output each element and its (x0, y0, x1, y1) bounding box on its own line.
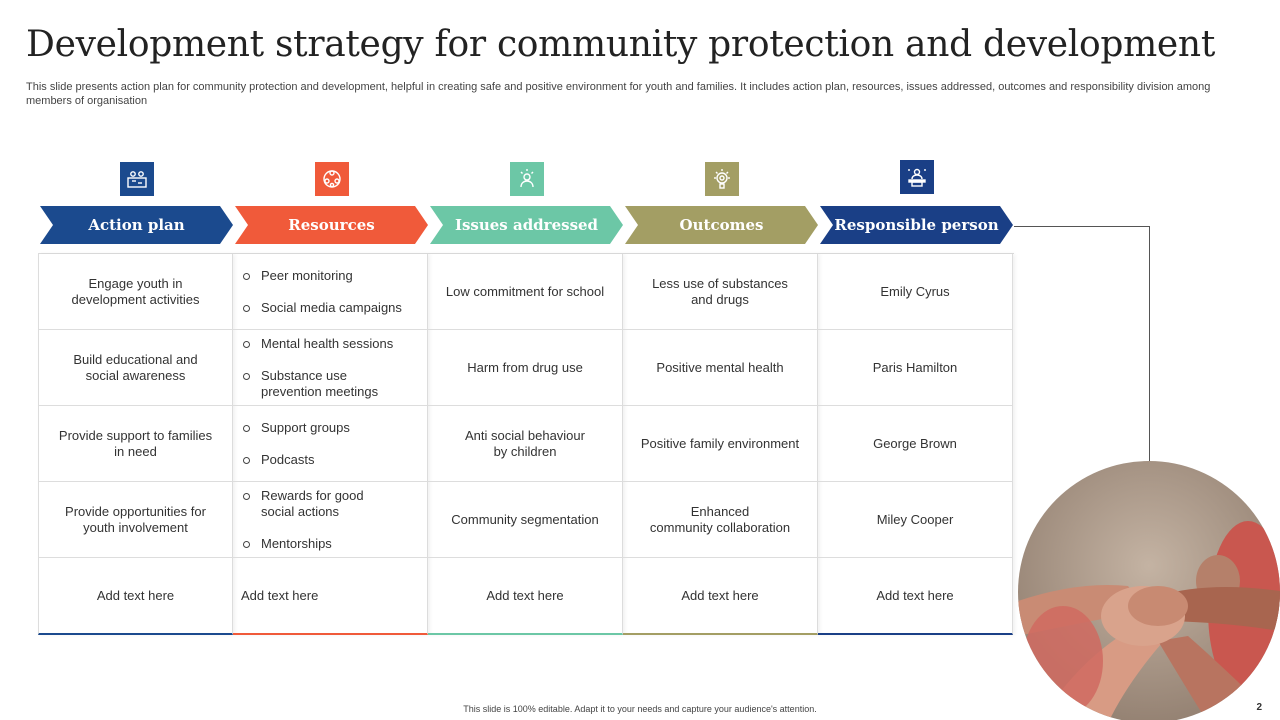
table-cell: Low commitment for school (428, 254, 622, 330)
column-issues-addressed: Low commitment for school Harm from drug… (428, 254, 623, 635)
table-cell: Provide opportunities for youth involvem… (39, 482, 232, 558)
header-responsible-person: Responsible person (820, 206, 1013, 244)
header-outcomes: Outcomes (625, 206, 818, 244)
footer-note: This slide is 100% editable. Adapt it to… (463, 704, 817, 714)
list-item: Social media campaigns (241, 300, 402, 316)
connector-line (1014, 226, 1150, 227)
presenter-podium-icon (900, 160, 934, 194)
table-cell: Emily Cyrus (818, 254, 1012, 330)
table-cell: Peer monitoring Social media campaigns (233, 254, 427, 330)
header-action-plan: Action plan (40, 206, 233, 244)
page-title: Development strategy for community prote… (26, 24, 1215, 65)
connector-line (1149, 226, 1150, 462)
table-cell: Add text here (876, 588, 954, 603)
table-cell: Add text here (681, 588, 759, 603)
list-item: Peer monitoring (241, 268, 402, 284)
table-cell: Support groups Podcasts (233, 406, 427, 482)
table-cell: Positive family environment (623, 406, 817, 482)
table-cell: Mental health sessions Substance use pre… (233, 330, 427, 406)
list-item: Podcasts (241, 452, 350, 468)
table-cell: Add text here (96, 588, 175, 603)
table-cell: Miley Cooper (818, 482, 1012, 558)
table-cell: Add text here (486, 588, 564, 603)
table-cell: Less use of substances and drugs (623, 254, 817, 330)
people-gear-icon (120, 162, 154, 196)
column-resources: Peer monitoring Social media campaigns M… (233, 254, 428, 635)
list-item: Rewards for good social actions (241, 488, 364, 520)
column-action-plan: Engage youth in development activities B… (38, 254, 233, 635)
table-cell: Community segmentation (428, 482, 622, 558)
list-item: Mental health sessions (241, 336, 393, 352)
table-cell: George Brown (818, 406, 1012, 482)
table-cell: Provide support to families in need (39, 406, 232, 482)
list-item: Support groups (241, 420, 350, 436)
column-outcomes: Less use of substances and drugs Positiv… (623, 254, 818, 635)
table-cell: Paris Hamilton (818, 330, 1012, 406)
column-responsible-person: Emily Cyrus Paris Hamilton George Brown … (818, 254, 1013, 635)
table-cell: Build educational and social awareness (39, 330, 232, 406)
network-people-icon (315, 162, 349, 196)
header-resources: Resources (235, 206, 428, 244)
table-cell: Enhanced community collaboration (623, 482, 817, 558)
list-item: Mentorships (241, 536, 364, 552)
strategy-table: Engage youth in development activities B… (38, 253, 1014, 635)
page-number: 2 (1256, 702, 1262, 713)
gear-bulb-icon (705, 162, 739, 196)
table-cell: Engage youth in development activities (39, 254, 232, 330)
person-idea-icon (510, 162, 544, 196)
table-cell: Harm from drug use (428, 330, 622, 406)
header-issues-addressed: Issues addressed (430, 206, 623, 244)
table-cell: Positive mental health (623, 330, 817, 406)
table-cell: Rewards for good social actions Mentorsh… (233, 482, 427, 558)
table-cell: Anti social behaviour by children (428, 406, 622, 482)
teamwork-hands-photo (1018, 461, 1280, 720)
list-item: Substance use prevention meetings (241, 368, 393, 400)
page-subtitle: This slide presents action plan for comm… (26, 81, 1211, 107)
table-cell: Add text here (241, 588, 319, 603)
